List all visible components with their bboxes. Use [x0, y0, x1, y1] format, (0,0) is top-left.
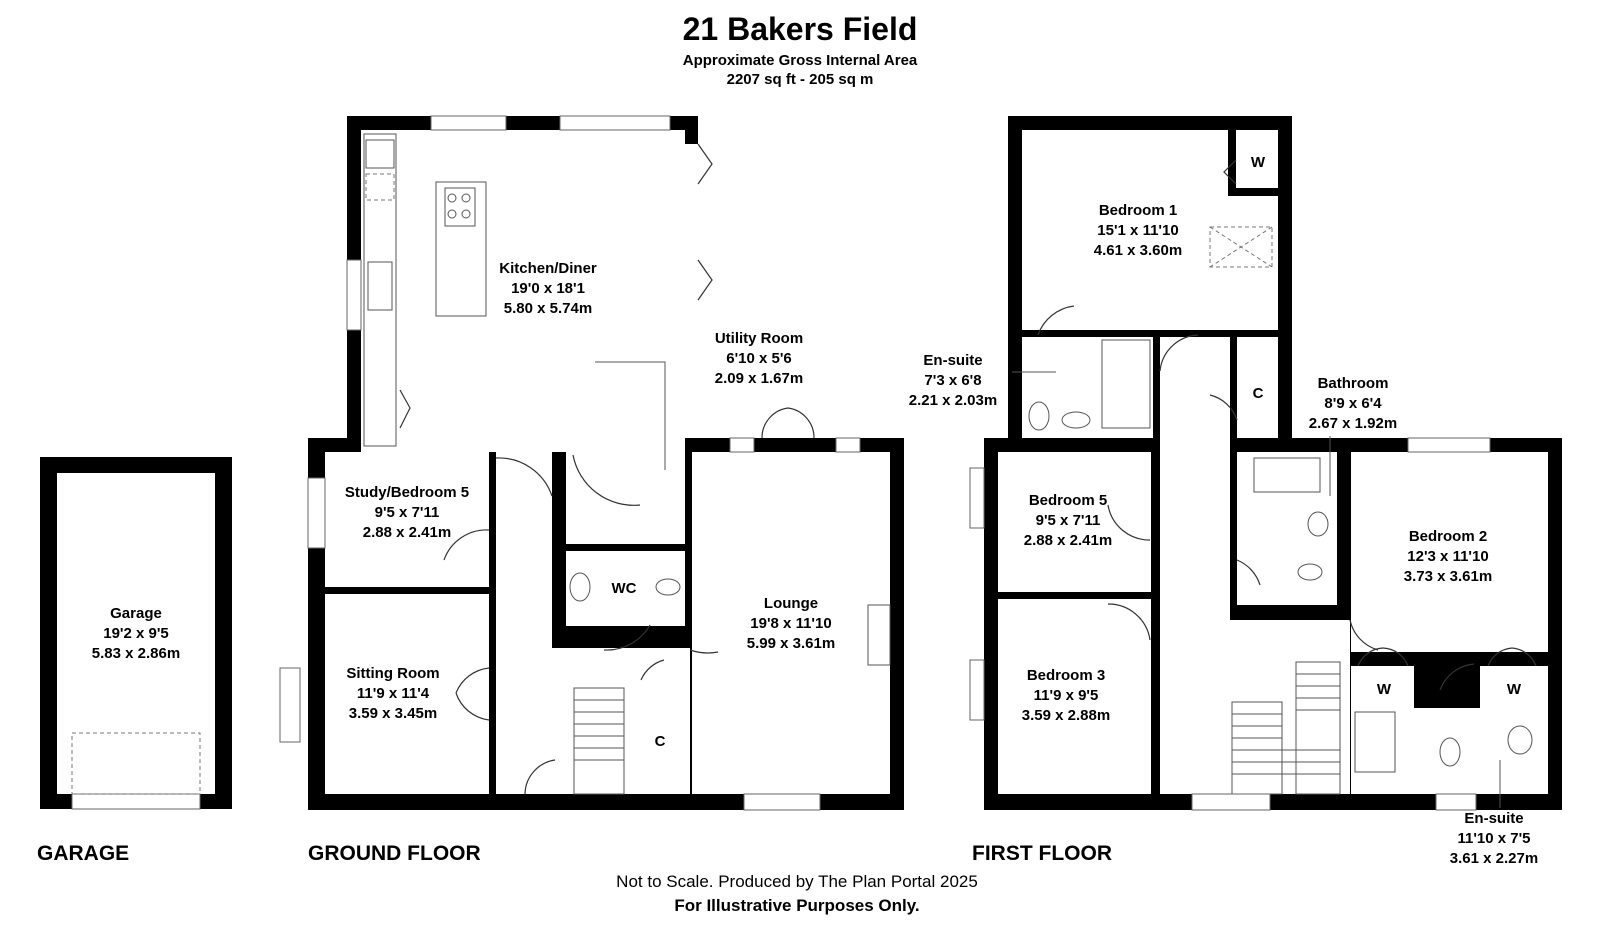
room-size-metric: 2.67 x 1.92m: [1309, 415, 1397, 432]
room-sitting: Sitting Room 11'9 x 11'4 3.59 x 3.45m: [346, 665, 439, 722]
room-size-metric: 5.83 x 2.86m: [92, 645, 180, 662]
floor-label-garage: GARAGE: [37, 842, 129, 865]
room-size-imperial: 9'5 x 7'11: [1036, 512, 1101, 529]
footer-note: For Illustrative Purposes Only.: [674, 896, 919, 915]
room-size-imperial: 11'10 x 7'5: [1457, 830, 1530, 847]
plan-area: 2207 sq ft - 205 sq m: [727, 71, 874, 88]
room-wardrobe: W: [1251, 154, 1266, 171]
room-name: En-suite: [923, 352, 982, 369]
room-size-metric: 3.59 x 2.88m: [1022, 707, 1110, 724]
room-size-imperial: 8'9 x 6'4: [1324, 395, 1382, 412]
floor-label-first: FIRST FLOOR: [972, 842, 1112, 865]
room-size-imperial: 7'3 x 6'8: [924, 372, 981, 389]
plan-title: 21 Bakers Field: [683, 11, 918, 47]
room-size-metric: 3.61 x 2.27m: [1450, 850, 1538, 867]
room-name: Bathroom: [1318, 375, 1389, 392]
room-name: Study/Bedroom 5: [345, 484, 469, 501]
room-ensuite-1: En-suite 7'3 x 6'8 2.21 x 2.03m: [909, 352, 997, 409]
room-kitchen-diner: Kitchen/Diner 19'0 x 18'1 5.80 x 5.74m: [499, 260, 597, 317]
room-bedroom-1: Bedroom 1 15'1 x 11'10 4.61 x 3.60m: [1094, 202, 1182, 259]
first-floor-plan: [969, 116, 1562, 811]
room-name: Utility Room: [715, 330, 803, 347]
room-size-metric: 3.73 x 3.61m: [1404, 568, 1492, 585]
plan-subtitle: Approximate Gross Internal Area: [683, 52, 918, 69]
room-lounge: Lounge 19'8 x 11'10 5.99 x 3.61m: [747, 595, 835, 652]
room-name: Bedroom 2: [1409, 528, 1487, 545]
room-utility: Utility Room 6'10 x 5'6 2.09 x 1.67m: [715, 330, 803, 387]
room-size-imperial: 9'5 x 7'11: [375, 504, 440, 521]
room-garage: Garage 19'2 x 9'5 5.83 x 2.86m: [92, 605, 180, 662]
room-wc: WC: [612, 580, 637, 597]
footer-disclaimer: Not to Scale. Produced by The Plan Porta…: [616, 872, 978, 891]
room-size-imperial: 19'0 x 18'1: [511, 280, 585, 297]
room-size-metric: 2.88 x 2.41m: [1024, 532, 1112, 549]
room-name: Bedroom 5: [1029, 492, 1107, 509]
room-name: Bedroom 3: [1027, 667, 1105, 684]
room-name: Bedroom 1: [1099, 202, 1177, 219]
room-name: Kitchen/Diner: [499, 260, 597, 277]
room-size-imperial: 6'10 x 5'6: [726, 350, 792, 367]
room-size-metric: 3.59 x 3.45m: [349, 705, 437, 722]
room-name: Sitting Room: [346, 665, 439, 682]
room-size-metric: 5.99 x 3.61m: [747, 635, 835, 652]
room-size-metric: 2.88 x 2.41m: [363, 524, 451, 541]
room-size-imperial: 11'9 x 9'5: [1034, 687, 1099, 704]
room-cupboard: C: [1253, 385, 1264, 402]
room-bedroom-2: Bedroom 2 12'3 x 11'10 3.73 x 3.61m: [1404, 528, 1492, 585]
room-size-imperial: 11'9 x 11'4: [357, 685, 430, 702]
room-study: Study/Bedroom 5 9'5 x 7'11 2.88 x 2.41m: [345, 484, 469, 541]
room-size-imperial: 12'3 x 11'10: [1407, 548, 1488, 565]
room-name: Garage: [110, 605, 162, 622]
room-bedroom-5: Bedroom 5 9'5 x 7'11 2.88 x 2.41m: [1024, 492, 1112, 549]
floor-label-ground: GROUND FLOOR: [308, 842, 481, 865]
room-cupboard: C: [655, 733, 666, 750]
room-size-imperial: 15'1 x 11'10: [1097, 222, 1178, 239]
room-name: En-suite: [1464, 810, 1523, 827]
room-size-metric: 4.61 x 3.60m: [1094, 242, 1182, 259]
room-size-metric: 2.09 x 1.67m: [715, 370, 803, 387]
room-size-imperial: 19'2 x 9'5: [103, 625, 169, 642]
room-bedroom-3: Bedroom 3 11'9 x 9'5 3.59 x 2.88m: [1022, 667, 1110, 724]
garage-plan: [40, 457, 232, 810]
room-wardrobe: W: [1507, 681, 1522, 698]
room-wardrobe: W: [1377, 681, 1392, 698]
room-name: Lounge: [764, 595, 818, 612]
room-size-metric: 2.21 x 2.03m: [909, 392, 997, 409]
room-bathroom: Bathroom 8'9 x 6'4 2.67 x 1.92m: [1309, 375, 1397, 432]
room-ensuite-2: En-suite 11'10 x 7'5 3.61 x 2.27m: [1450, 810, 1538, 867]
room-size-metric: 5.80 x 5.74m: [504, 300, 592, 317]
ground-floor-plan: [279, 115, 904, 811]
room-size-imperial: 19'8 x 11'10: [750, 615, 831, 632]
